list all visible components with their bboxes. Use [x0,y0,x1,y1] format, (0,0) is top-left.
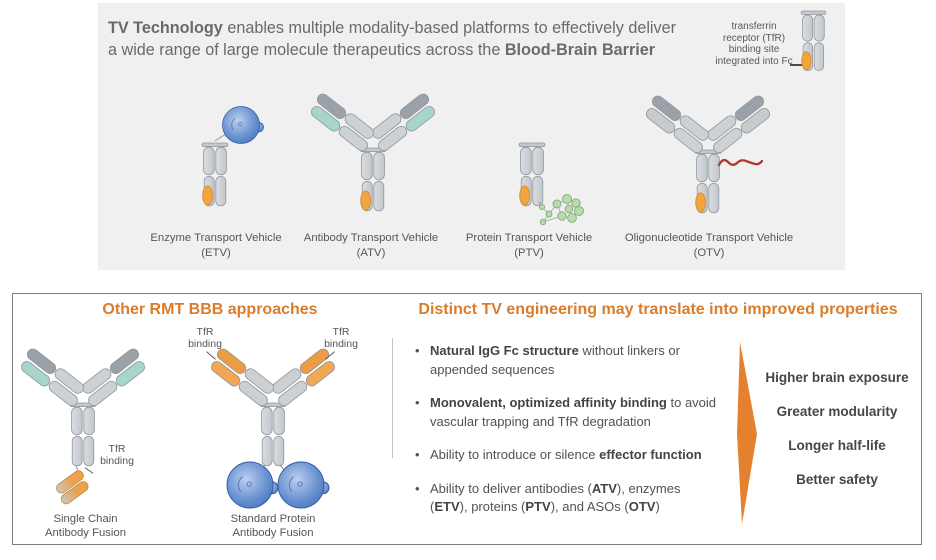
tfr-binding-label: TfR binding [100,443,134,467]
benefit-wedge-icon [737,342,757,524]
benefits-list: Higher brain exposure Greater modularity… [753,370,921,506]
vehicle-name: Oligonucleotide Transport Vehicle [624,232,794,244]
benefit-item: Greater modularity [776,404,898,419]
tfr-fc-note-line: binding site [728,44,780,56]
headline-line-1: TV Technology enables multiple modality-… [108,19,676,37]
standard-protein-illustration [195,325,365,509]
tfr-binding-label: TfR binding [324,326,358,350]
bullet-item: Monovalent, optimized affinity binding t… [413,394,719,431]
etv-illustration [201,106,264,207]
oligonucleotide-squiggle [717,158,764,167]
benefit-item: Higher brain exposure [765,370,909,385]
approach-label-standard-protein: Standard Protein Antibody Fusion [202,512,344,540]
vehicle-name: Enzyme Transport Vehicle [150,232,282,244]
approach-label-single-chain: Single Chain Antibody Fusion [18,512,153,540]
right-section-title: Distinct TV engineering may translate in… [418,301,898,318]
bullet-list: Natural IgG Fc structure without linkers… [413,342,719,532]
vehicle-abbr: (PTV) [514,247,544,259]
otv-illustration [633,90,819,218]
left-section-title: Other RMT BBB approaches [102,301,318,318]
tfr-binding-label: TfR binding [188,326,222,350]
ptv-illustration [518,142,584,226]
bullet-item: Ability to deliver antibodies (ATV), enz… [413,480,719,517]
protein-sphere [277,461,330,509]
fc-fragment-icon [800,10,827,72]
headline-line-2: a wide range of large molecule therapeut… [108,41,656,59]
approach-name: Standard Protein [230,513,316,525]
benefit-item: Better safety [796,472,878,487]
tfr-fc-note-line: transferrin [731,21,777,32]
vehicle-label-ptv: Protein Transport Vehicle (PTV) [449,231,609,260]
vehicle-label-atv: Antibody Transport Vehicle (ATV) [291,231,451,260]
enzyme-sphere [222,106,264,144]
benefit-item: Longer half-life [788,438,886,453]
protein-sphere [226,461,279,509]
vehicle-name: Protein Transport Vehicle [465,232,593,244]
headline: TV Technology enables multiple modality-… [108,17,676,61]
section-divider [392,338,393,458]
vehicle-name: Antibody Transport Vehicle [303,232,439,244]
bullet-item: Natural IgG Fc structure without linkers… [413,342,719,379]
vehicle-abbr: (OTV) [693,247,725,259]
atv-illustration [300,90,450,218]
approach-name: Antibody Fusion [44,527,126,539]
approach-name: Single Chain [53,513,118,525]
vehicle-abbr: (ATV) [356,247,386,259]
vehicle-label-otv: Oligonucleotide Transport Vehicle (OTV) [614,231,804,260]
protein-cluster [538,194,584,226]
tfr-fc-note-line: receptor (TfR) [722,32,786,44]
bullet-item: Ability to introduce or silence effector… [413,446,719,465]
approach-name: Antibody Fusion [232,527,314,539]
tfr-fc-note: transferrin receptor (TfR) binding site … [698,21,810,67]
tfr-fc-note-pointer [790,64,802,66]
tfr-fc-note-line: integrated into Fc [715,55,793,67]
vehicle-abbr: (ETV) [201,247,231,259]
single-chain-illustration [15,330,175,507]
vehicle-label-etv: Enzyme Transport Vehicle (ETV) [136,231,296,260]
scfv-fragment [52,468,93,507]
